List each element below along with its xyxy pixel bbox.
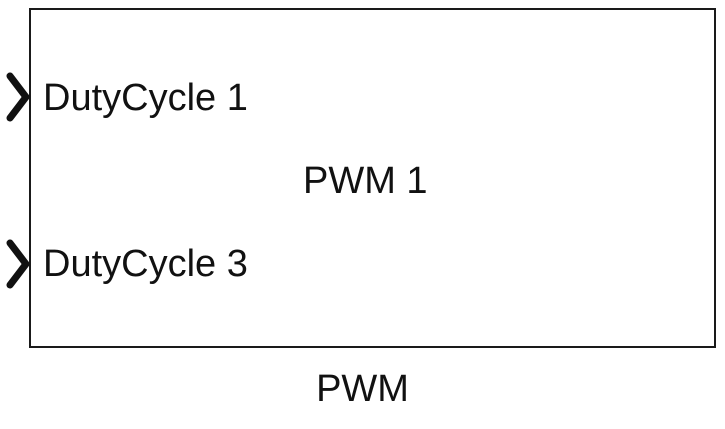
input-port-1-chevron-right-icon[interactable] [4,72,32,122]
block-inner-label: PWM 1 [303,160,428,202]
input-port-2-chevron-right-icon[interactable] [4,239,32,289]
block-name-label[interactable]: PWM [316,368,409,410]
input-port-1-label: DutyCycle 1 [43,77,248,119]
pwm-block[interactable] [29,8,716,348]
input-port-2-label: DutyCycle 3 [43,243,248,285]
